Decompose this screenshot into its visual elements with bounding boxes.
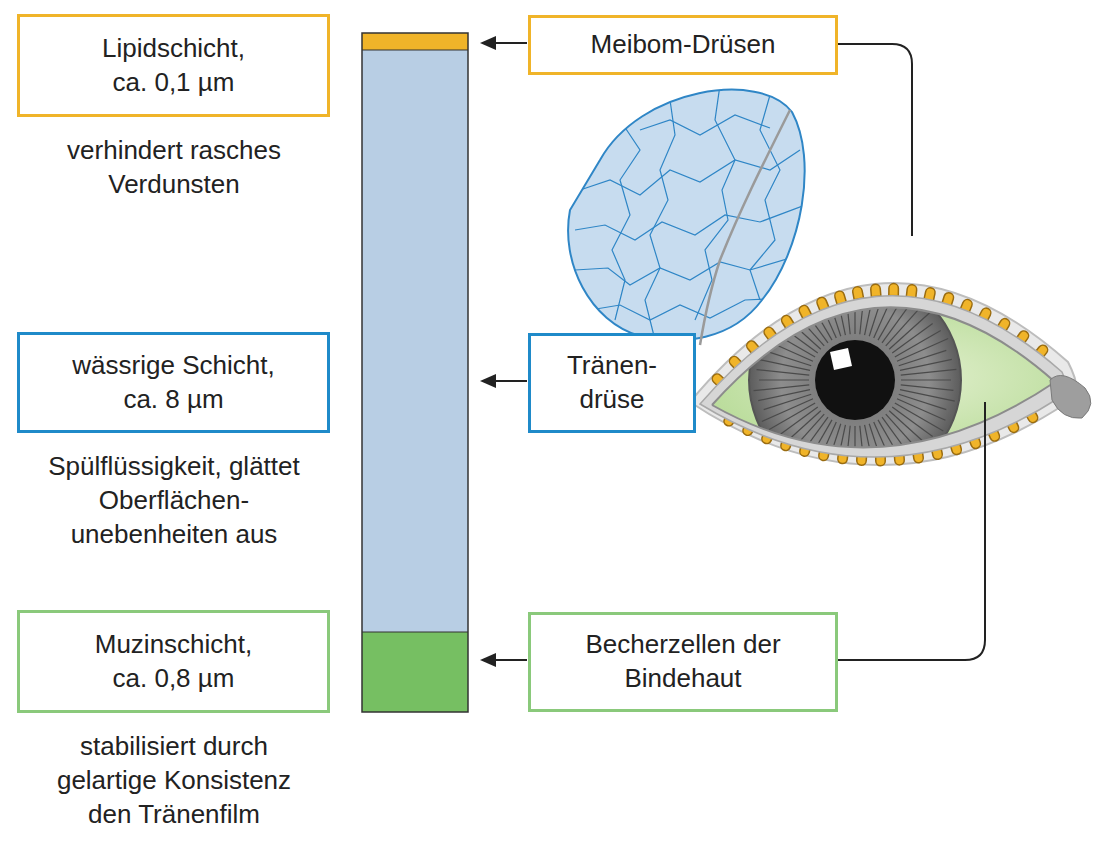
iris-fibre — [860, 282, 866, 335]
iris-fibre — [854, 284, 855, 334]
gland-lobules — [575, 85, 805, 340]
box-label: Tränen-drüse — [553, 349, 671, 417]
box-label: Muzinschicht, ca. 0,8 µm — [81, 628, 266, 696]
upper-lid-edge — [712, 307, 1055, 405]
iris-fibre — [755, 359, 810, 371]
arrow-line — [494, 42, 527, 44]
layer-description: verhindert rasches Verdunsten — [39, 134, 309, 202]
arrow-line — [494, 659, 527, 661]
iris-fibre — [899, 394, 947, 409]
iris-fibre — [878, 420, 905, 466]
arrow-head — [480, 36, 496, 50]
arrow-line — [494, 380, 527, 382]
iris-fibre — [769, 403, 815, 430]
iris-fibre — [845, 426, 851, 479]
iris-fibre — [759, 379, 809, 380]
lower-lid-edge — [712, 382, 1055, 447]
lipid-layer-band — [362, 33, 468, 50]
layer-description: stabilisiert durch gelartige Konsistenz … — [43, 730, 305, 831]
mucin-layer-band — [362, 632, 468, 712]
iris-fibre — [901, 385, 954, 391]
iris-fibre — [789, 414, 824, 453]
box-label: wässrige Schicht, ca. 8 µm — [60, 349, 288, 417]
iris-fibre — [897, 399, 945, 421]
iris-fibre — [825, 289, 840, 337]
iris-fibre — [865, 425, 876, 477]
iris-fibre — [874, 290, 896, 338]
iris-fibre — [901, 379, 951, 380]
iris-fibre — [806, 294, 833, 340]
iris-fibre — [814, 287, 837, 338]
iris-fibre — [754, 385, 810, 391]
iris-fibre — [767, 329, 815, 357]
iris-fibre — [799, 302, 828, 342]
iris-fibre — [834, 425, 846, 480]
iris-fibre — [900, 359, 952, 370]
layer-box: wässrige Schicht, ca. 8 µmSpülflüssigkei… — [17, 332, 330, 433]
source-box: Tränen-drüse — [528, 333, 696, 433]
leader-line — [838, 44, 912, 236]
iris-fibre — [895, 331, 941, 358]
gland-duct — [700, 110, 790, 345]
iris-fibre — [834, 283, 845, 335]
iris-fibres — [754, 279, 957, 482]
tear-film-bar-outline — [362, 33, 468, 712]
iris-fibre — [886, 414, 923, 456]
iris-fibre — [844, 279, 850, 335]
iris-fibre — [886, 306, 921, 345]
iris-fibre — [758, 390, 810, 401]
layer-description: Spülflüssigkeit, glättet Oberflächen-une… — [43, 450, 305, 551]
leader-line — [838, 402, 985, 660]
arrow-head — [480, 374, 496, 388]
iris-fibre — [764, 394, 812, 409]
iris-fibre — [854, 426, 855, 476]
source-box: Becherzellen der Bindehaut — [528, 612, 838, 712]
source-box: Meibom-Drüsen — [528, 15, 838, 75]
iris-fibre — [900, 390, 955, 402]
iris-fibre — [764, 350, 812, 365]
layer-box: Lipidschicht, ca. 0,1 µmverhindert rasch… — [17, 14, 330, 117]
caruncle — [1050, 376, 1091, 419]
box-label: Lipidschicht, ca. 0,1 µm — [86, 32, 261, 100]
iris-fibre — [869, 289, 884, 337]
box-label: Becherzellen der Bindehaut — [563, 628, 803, 696]
box-label: Meibom-Drüsen — [538, 28, 828, 62]
layer-divider — [362, 50, 468, 51]
light-reflex — [830, 348, 852, 370]
iris-fibre — [899, 350, 947, 365]
iris-fibre — [882, 417, 911, 457]
iris-fibre — [901, 369, 957, 375]
aqueous-layer-band — [362, 50, 468, 632]
iris-fibre — [889, 312, 931, 349]
iris-fibre — [777, 324, 817, 353]
iris-fibre — [757, 370, 810, 376]
pupil — [815, 340, 895, 420]
iris-fibre — [825, 424, 840, 472]
gland-outline — [568, 90, 805, 341]
layer-divider — [362, 632, 468, 633]
arrow-head — [480, 653, 496, 667]
iris — [749, 274, 961, 486]
iris-fibre — [787, 304, 824, 346]
lacrimal-gland — [568, 85, 805, 345]
layer-box: Muzinschicht, ca. 0,8 µmstabilisiert dur… — [17, 610, 330, 713]
iris-fibre — [860, 426, 866, 482]
